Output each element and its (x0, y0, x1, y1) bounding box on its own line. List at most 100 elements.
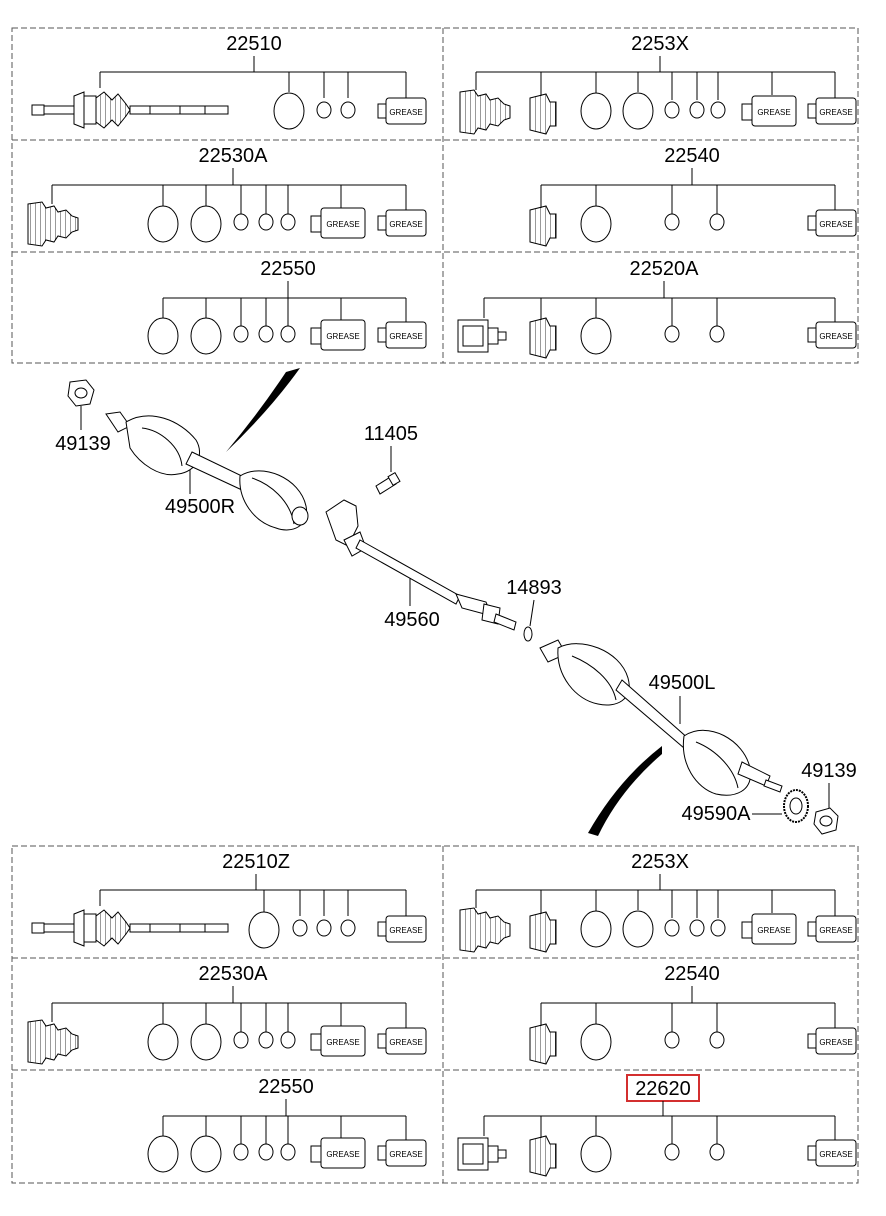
kit-part-number[interactable]: 22620 (635, 1078, 691, 1100)
clamp-ring-icon (664, 1143, 680, 1161)
o-ring-large-icon (190, 1135, 222, 1173)
pointer-arrow-top (226, 368, 300, 452)
clamp-ring-icon (689, 101, 705, 119)
clamp-ring-icon (340, 919, 356, 937)
clamp-ring-icon (316, 919, 332, 937)
drive-shaft-right-icon (105, 411, 309, 531)
callout-shaft-left: 49500L (649, 672, 716, 694)
grease-tube-icon: GREASE (741, 913, 797, 945)
grease-label: GREASE (326, 1150, 359, 1159)
bolt-icon (375, 471, 401, 495)
o-ring-large-icon (147, 1135, 179, 1173)
grease-tube-icon: GREASE (310, 319, 366, 351)
callout-inter-shaft: 49560 (384, 609, 440, 631)
grease-tube-icon: GREASE (807, 321, 857, 349)
kit-part-number: 22530A (199, 963, 269, 985)
kit-cell-22550-bottom: 22550 GREASE GREASE (147, 1076, 427, 1173)
outer-boot-icon (459, 89, 511, 135)
grease-label: GREASE (326, 332, 359, 341)
o-ring-large-icon (580, 317, 612, 355)
kit-cell-22520a: 22520A GREASE (457, 258, 857, 359)
drive-shaft-left-icon (539, 639, 783, 796)
o-ring-large-icon (190, 317, 222, 355)
callout-nut-left: 49139 (801, 760, 857, 782)
grease-label: GREASE (819, 332, 852, 341)
kit-cell-22530a: 22530A GREASE GREASE (27, 145, 427, 247)
o-ring-large-icon (248, 911, 280, 949)
clamp-ring-icon (233, 1143, 249, 1161)
grease-tube-icon: GREASE (310, 1137, 366, 1169)
kit-part-number: 22510Z (222, 851, 290, 873)
bottom-table-border (11, 845, 859, 1184)
cv-joint-shaft-icon (31, 91, 229, 129)
o-ring-large-icon (147, 317, 179, 355)
grease-tube-icon: GREASE (807, 209, 857, 237)
clamp-ring-icon (258, 325, 274, 343)
grease-label: GREASE (326, 220, 359, 229)
o-ring-large-icon (580, 910, 612, 948)
callout-tone-ring: 49590A (682, 803, 752, 825)
clamp-ring-icon (664, 213, 680, 231)
grease-label: GREASE (819, 1038, 852, 1047)
o-ring-large-icon (622, 92, 654, 130)
hub-nut-icon (67, 379, 95, 407)
o-ring-large-icon (147, 1023, 179, 1061)
bottom-kit-table: 22510Z GREASE (11, 845, 859, 1184)
grease-label: GREASE (819, 108, 852, 117)
clamp-ring-icon (664, 1031, 680, 1049)
grease-label: GREASE (819, 926, 852, 935)
kit-cell-22530a-bottom: 22530A GREASE GREASE (27, 963, 427, 1065)
grease-label: GREASE (389, 108, 422, 117)
kit-cell-2253x: 2253X GREASE GREASE (459, 33, 857, 135)
grease-label: GREASE (757, 108, 790, 117)
cv-joint-shaft-icon (31, 909, 229, 947)
kit-part-number: 22550 (260, 258, 316, 280)
o-ring-large-icon (190, 205, 222, 243)
clamp-ring-icon (233, 213, 249, 231)
grease-tube-icon: GREASE (377, 1027, 427, 1055)
o-ring-large-icon (273, 92, 305, 130)
clamp-ring-icon (233, 325, 249, 343)
inner-boot-icon (529, 93, 557, 135)
grease-tube-icon: GREASE (807, 97, 857, 125)
clamp-ring-icon (664, 919, 680, 937)
clamp-ring-icon (280, 213, 296, 231)
grease-tube-icon: GREASE (310, 207, 366, 239)
grease-label: GREASE (389, 220, 422, 229)
intermediate-shaft-icon (325, 499, 517, 631)
outer-boot-icon (459, 907, 511, 953)
callout-shaft-right: 49500R (165, 496, 235, 518)
kit-cell-22550: 22550 GREASE GREASE (147, 258, 427, 355)
kit-part-number: 22540 (664, 963, 720, 985)
grease-label: GREASE (757, 926, 790, 935)
clamp-ring-icon (258, 1031, 274, 1049)
tripod-housing-icon (457, 319, 507, 353)
clamp-ring-icon (709, 325, 725, 343)
clamp-ring-icon (664, 325, 680, 343)
clamp-ring-icon (258, 213, 274, 231)
clamp-ring-icon (709, 1031, 725, 1049)
o-ring-large-icon (580, 205, 612, 243)
clamp-ring-icon (340, 101, 356, 119)
inner-boot-icon (529, 1135, 557, 1177)
o-ring-large-icon (147, 205, 179, 243)
o-ring-large-icon (580, 1135, 612, 1173)
callout-snap-ring: 14893 (506, 577, 562, 599)
outer-boot-icon (27, 1019, 79, 1065)
callout-bolt: 11405 (364, 423, 418, 445)
clamp-ring-icon (280, 1031, 296, 1049)
grease-label: GREASE (389, 1038, 422, 1047)
clamp-ring-icon (316, 101, 332, 119)
clamp-ring-icon (280, 1143, 296, 1161)
grease-tube-icon: GREASE (377, 97, 427, 125)
grease-tube-icon: GREASE (310, 1025, 366, 1057)
grease-label: GREASE (326, 1038, 359, 1047)
clamp-ring-icon (258, 1143, 274, 1161)
grease-tube-icon: GREASE (807, 1027, 857, 1055)
kit-part-number: 2253X (631, 33, 689, 55)
grease-label: GREASE (819, 220, 852, 229)
tone-ring-icon (783, 789, 809, 823)
kit-part-number: 22540 (664, 145, 720, 167)
